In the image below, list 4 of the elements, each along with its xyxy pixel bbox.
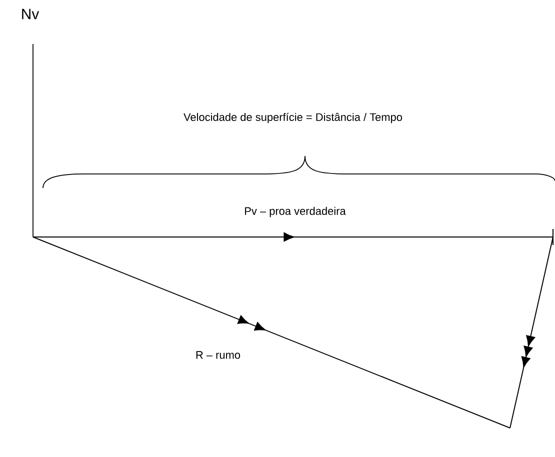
label-text: Velocidade de superfície = Distância / Tempo	[182, 112, 404, 124]
label-text: Nv	[20, 8, 40, 20]
label-text: Pv – proa verdadeira	[243, 206, 347, 218]
label-text: R – rumo	[194, 350, 242, 360]
